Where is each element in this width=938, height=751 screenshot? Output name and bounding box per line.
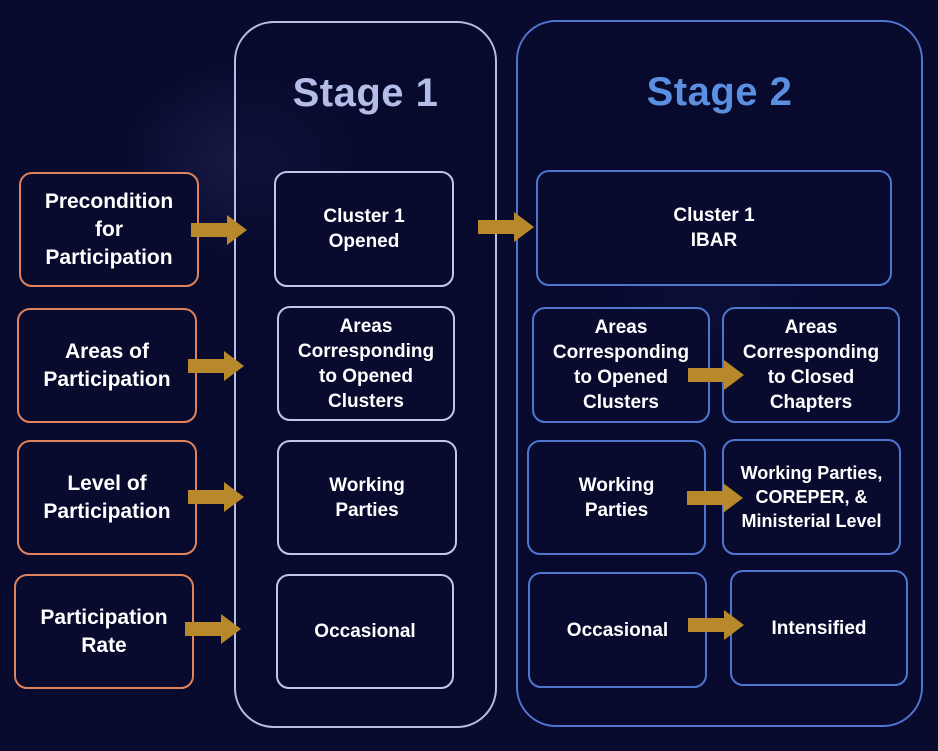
- right-arrow-icon: [188, 351, 244, 381]
- right-arrow-icon: [687, 483, 743, 513]
- criterion-label: Areas of Participation: [43, 339, 171, 391]
- stage1-rate-box: Occasional: [276, 574, 454, 689]
- stage2-cluster-label: Cluster 1 IBAR: [673, 205, 755, 251]
- right-arrow-icon: [688, 360, 744, 390]
- stage2-areas-from-box: Areas Corresponding to Opened Clusters: [532, 307, 710, 423]
- stage2-level-from-box: Working Parties: [527, 440, 706, 555]
- stage2-rate-from-label: Occasional: [566, 619, 669, 641]
- stage2-level-from-label: Working Parties: [578, 474, 655, 521]
- stage2-level-to-box: Working Parties, COREPER, & Ministerial …: [722, 439, 901, 555]
- right-arrow-icon: [188, 482, 244, 512]
- right-arrow-icon: [688, 610, 744, 640]
- criterion-label: Level of Participation: [43, 471, 171, 523]
- criterion-precondition: Precondition for Participation: [19, 172, 199, 287]
- stage2-rate-to-label: Intensified: [771, 617, 867, 639]
- stage2-level-to-label: Working Parties, COREPER, & Ministerial …: [740, 463, 883, 531]
- stage1-cluster-box: Cluster 1 Opened: [274, 171, 454, 287]
- stage1-areas-box: Areas Corresponding to Opened Clusters: [277, 306, 455, 421]
- criterion-areas: Areas of Participation: [17, 308, 197, 423]
- stage2-areas-to-label: Areas Corresponding to Closed Chapters: [742, 317, 880, 413]
- stage1-level-box: Working Parties: [277, 440, 457, 555]
- stage-2-title: Stage 2: [646, 70, 793, 114]
- criterion-label: Participation Rate: [40, 605, 168, 657]
- criterion-level: Level of Participation: [17, 440, 197, 555]
- right-arrow-icon: [185, 614, 241, 644]
- criterion-label: Precondition for Participation: [44, 189, 174, 269]
- stage2-areas-to-box: Areas Corresponding to Closed Chapters: [722, 307, 900, 423]
- stage1-rate-label: Occasional: [314, 621, 416, 642]
- right-arrow-icon: [191, 215, 247, 245]
- stage1-cluster-label: Cluster 1 Opened: [323, 206, 405, 252]
- stage2-rate-from-box: Occasional: [528, 572, 707, 688]
- stage1-areas-label: Areas Corresponding to Opened Clusters: [297, 315, 435, 412]
- stage2-areas-from-label: Areas Corresponding to Opened Clusters: [552, 317, 690, 413]
- stage1-level-label: Working Parties: [329, 474, 405, 521]
- stage-1-title: Stage 1: [292, 71, 439, 115]
- right-arrow-icon: [478, 212, 534, 242]
- stage2-cluster-box: Cluster 1 IBAR: [536, 170, 892, 286]
- stage2-rate-to-box: Intensified: [730, 570, 908, 686]
- criterion-rate: Participation Rate: [14, 574, 194, 689]
